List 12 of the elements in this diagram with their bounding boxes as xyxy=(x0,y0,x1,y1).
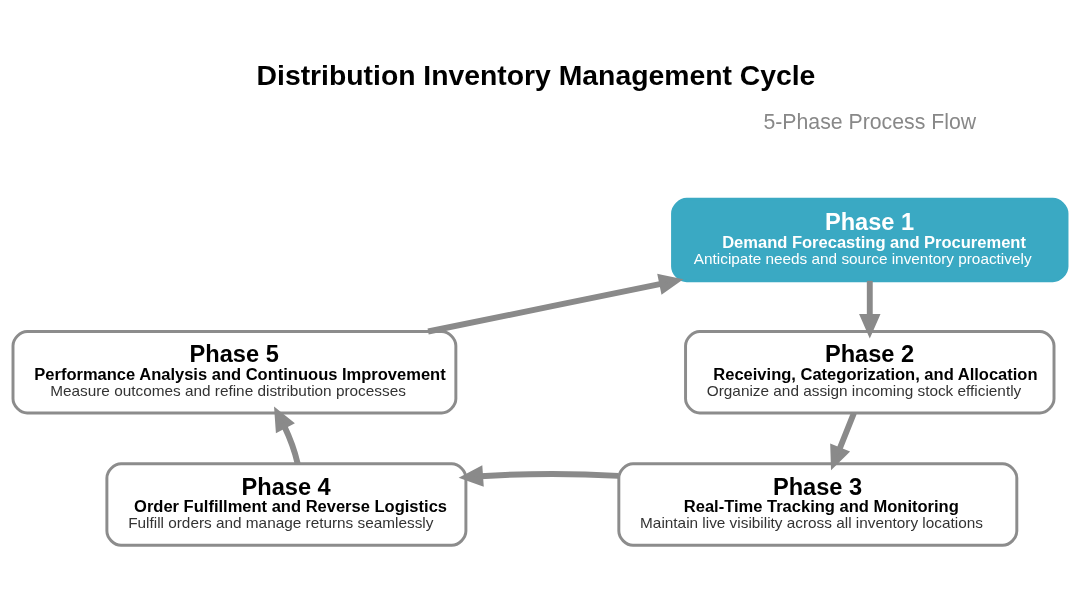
arrow xyxy=(427,273,684,334)
node-box: Phase 1 Demand Forecasting and Procurement Anticipate needs and source inventory proactively xyxy=(671,197,1069,282)
label: 5-Phase Process Flow xyxy=(763,109,977,134)
diagram-title: Distribution Inventory Management Cycle xyxy=(256,58,816,91)
node-box: Phase 5 Performance Analysis and Continuous Improvement Measure outcomes and refine distribution processes xyxy=(11,329,458,414)
arrow xyxy=(458,464,619,487)
node-box: Phase 2 Receiving, Categorization, and Allocation Organize and assign incoming stock efficiently xyxy=(684,329,1056,414)
arrow xyxy=(830,411,857,470)
arrow xyxy=(859,280,881,339)
node-box: Phase 4 Order Fulfillment and Reverse Logistics Fulfill orders and manage returns seamlessly xyxy=(105,461,468,547)
arrow xyxy=(274,406,301,464)
node-box: Phase 3 Real-Time Tracking and Monitoring Maintain live visibility across all inventory locations xyxy=(617,461,1019,547)
